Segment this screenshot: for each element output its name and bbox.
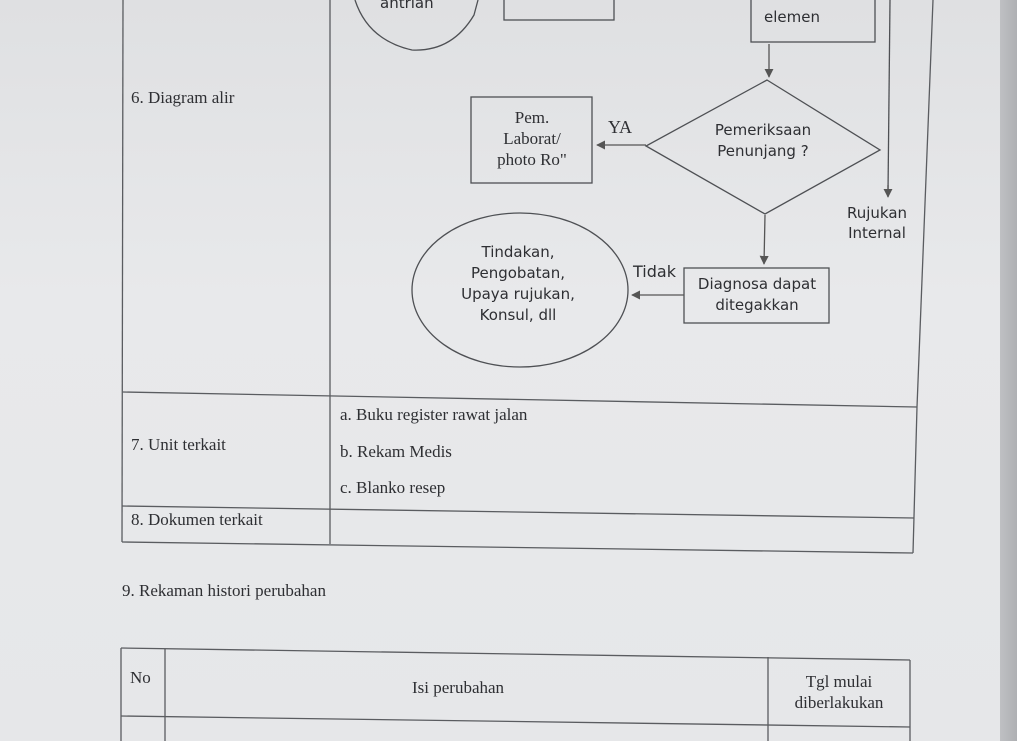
table-bottom-border xyxy=(121,541,914,554)
lab-box xyxy=(470,96,593,184)
unit-label: 7. Unit terkait xyxy=(131,435,226,454)
treatment-text: Tindakan, Pengobatan, Upaya rujukan, Kon… xyxy=(461,243,575,324)
table-right-border-lower xyxy=(912,406,918,554)
top-middle-box xyxy=(503,0,615,21)
table-left-border xyxy=(121,0,124,543)
decision-text: Pemeriksaan Penunjang ? xyxy=(714,121,812,160)
unit-item: b. Rekam Medis xyxy=(340,442,452,461)
diagram-label: 6. Diagram alir xyxy=(131,88,235,107)
treatment-ellipse xyxy=(411,212,629,368)
tidak-label: Tidak xyxy=(633,262,676,281)
history-col-change: Isi perubahan xyxy=(412,678,505,697)
history-col-no: No xyxy=(130,668,151,687)
unit-item: a. Buku register rawat jalan xyxy=(340,405,528,424)
decision-diamond xyxy=(644,79,882,215)
elemen-text: elemen xyxy=(764,8,820,26)
history-top-border xyxy=(120,647,911,661)
row-divider-7-8 xyxy=(121,505,915,519)
elemen-box xyxy=(750,0,876,43)
antrian-ellipse xyxy=(354,0,479,51)
lab-box-text: Pem. Laborat/ photo Ro" xyxy=(497,108,567,169)
ya-label: YA xyxy=(608,117,633,137)
row-divider-6-7 xyxy=(122,391,918,408)
unit-item: c. Blanko resep xyxy=(340,478,446,497)
page-edge xyxy=(1000,0,1017,741)
referral-line xyxy=(887,0,891,194)
history-header-divider xyxy=(120,715,911,728)
referral-text: Rujukan Internal xyxy=(846,204,908,242)
docs-label: 8. Dokumen terkait xyxy=(131,510,263,529)
antrian-text: antrian xyxy=(380,0,434,12)
diagnosis-text: Diagnosa dapat ditegakkan xyxy=(697,275,817,314)
history-title: 9. Rekaman histori perubahan xyxy=(122,581,326,600)
history-col-date: Tgl mulai diberlakukan xyxy=(794,672,884,712)
table-right-border-upper xyxy=(916,0,934,408)
